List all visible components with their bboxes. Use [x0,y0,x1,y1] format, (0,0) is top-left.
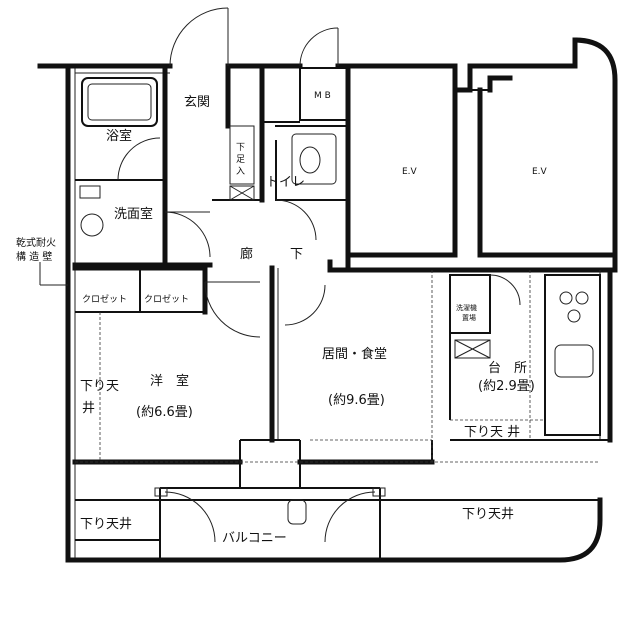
note-drop-ceiling-kitchen: 下り天 井 [464,425,520,440]
fixtures [79,77,337,525]
room-label-hallway-below: 下 [290,247,303,262]
room-label-western-room-size: (約6.6畳) [136,405,193,420]
elevator-shaft [347,37,618,273]
note-drop-ceiling-balcony-right: 下り天井 [462,507,514,522]
room-label-entrance: 玄関 [184,95,210,110]
room-label-kitchen: 台 所 [488,361,527,376]
elevator-label-left: E.V [402,167,418,177]
kitchen-counter [544,274,601,436]
room-label-washroom: 洗面室 [114,206,153,222]
toilet-fixture [291,133,337,185]
room-label-shoe-storage-1: 下 [236,143,245,153]
room-label-hallway: 廊 [240,246,253,262]
room-label-western-room: 洋 室 [150,373,189,389]
room-label-balcony: バルコニー [222,531,287,546]
note-dry-wall-1: 乾式耐火 [16,236,56,249]
note-dry-wall-2: 構 造 壁 [16,250,52,263]
bathtub [81,77,158,127]
doors [117,7,521,543]
room-label-shoe-storage-2: 足 [236,154,245,165]
note-drop-ceiling-vertical-1: 下り天 [80,379,119,394]
drop-ceiling-lines [75,270,600,463]
room-label-closet-1: クロゼット [82,293,127,305]
room-label-living-dining-size: (約9.6畳) [328,393,385,408]
note-drop-ceiling-vertical-2: 井 [82,401,95,416]
room-label-washer-space-2: 置場 [462,313,476,322]
room-label-bath: 浴室 [106,128,132,144]
room-label-washer-space: 洗濯機 [456,303,477,312]
room-label-living-dining: 居間・食堂 [322,346,387,362]
room-label-shoe-storage-3: 入 [236,166,245,177]
note-drop-ceiling-balcony-left: 下り天井 [80,517,132,532]
shoe-storage-box [229,125,255,185]
elevator-label-right: E.V [532,167,548,177]
room-label-closet-2: クロゼット [144,293,189,305]
room-label-toilet: トイレ [266,175,305,190]
washbasin [80,213,104,237]
room-label-kitchen-size: (約2.9畳) [478,379,535,394]
room-label-mb: M B [314,91,331,101]
